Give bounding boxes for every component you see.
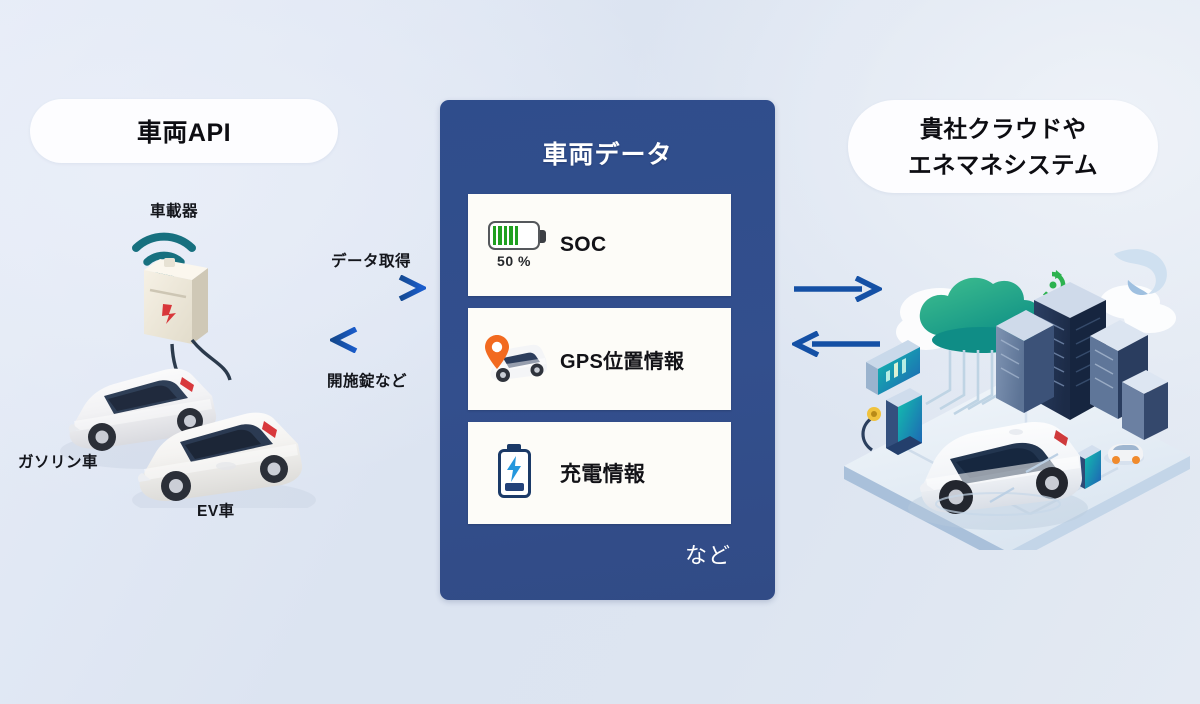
cloud-city-illustration <box>844 249 1190 550</box>
arrow-label-lock-unlock: 開施錠など <box>327 373 408 390</box>
battery-horizontal-icon: 50 % <box>468 221 560 269</box>
data-card-soc[interactable]: 50 % SOC <box>468 194 731 296</box>
arrow-label-data-fetch: データ取得 <box>331 253 412 270</box>
ev-car-icon <box>908 422 1088 530</box>
map-pin-icon <box>485 335 509 369</box>
data-card-label-gps: GPS位置情報 <box>560 350 685 373</box>
ev-car-label: EV車 <box>197 503 235 520</box>
left-vehicles-illustration <box>60 232 316 508</box>
map-pin-van-icon <box>468 331 560 387</box>
battery-charging-icon <box>468 448 560 498</box>
vehicle-data-title: 車両データ <box>542 141 673 169</box>
arrow-left-lock-unlock <box>330 327 424 353</box>
data-card-label-soc: SOC <box>560 233 607 256</box>
charging-station-icon <box>861 388 922 455</box>
vehicle-api-pill: 車両API <box>30 99 338 163</box>
customer-cloud-pill-line2: エネマネシステム <box>908 151 1098 178</box>
arrow-left-from-cloud <box>792 331 880 357</box>
ribbon-icon <box>1114 249 1167 296</box>
data-card-gps[interactable]: GPS位置情報 <box>468 308 731 410</box>
customer-cloud-pill-line1: 貴社クラウドや <box>919 115 1087 142</box>
soc-value: 50 % <box>497 253 531 269</box>
customer-cloud-pill: 貴社クラウドや エネマネシステム <box>848 100 1158 193</box>
city-buildings-icon <box>996 282 1168 440</box>
data-card-label-charging: 充電情報 <box>560 463 646 486</box>
tablet-chart-icon <box>866 340 920 395</box>
small-car-icon <box>1104 444 1144 465</box>
arrow-right-data-fetch <box>332 275 426 301</box>
arrow-right-to-cloud <box>794 276 882 302</box>
obd-device-icon <box>144 258 208 344</box>
vehicle-data-panel: 車両データ 50 % SOC <box>440 100 775 600</box>
gasoline-car-label: ガソリン車 <box>18 454 99 471</box>
ev-car-icon <box>132 412 316 508</box>
vehicle-api-pill-label: 車両API <box>136 119 232 147</box>
data-card-charging[interactable]: 充電情報 <box>468 422 731 524</box>
obd-device-label: 車載器 <box>150 203 199 220</box>
vehicle-data-note: など <box>684 543 731 568</box>
connection-line-icon <box>989 453 1059 503</box>
